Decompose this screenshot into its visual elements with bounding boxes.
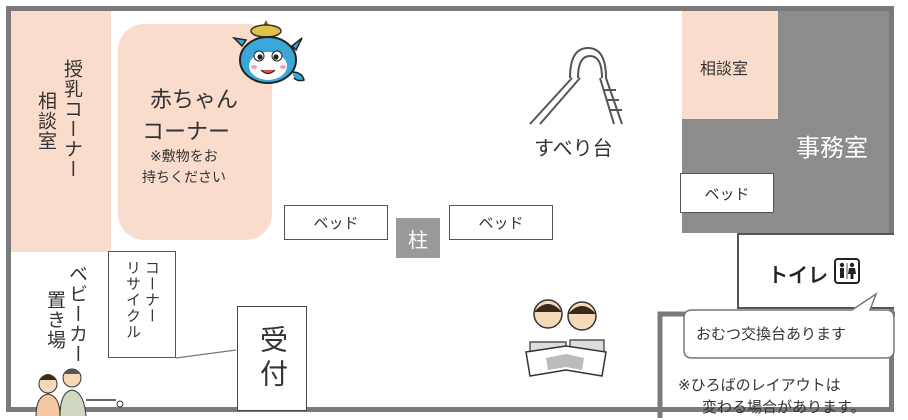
slide-icon	[529, 46, 623, 125]
baby-corner-title-2: コーナー	[142, 120, 231, 145]
baby-corner-note-1: ※敷物をお	[150, 149, 218, 165]
toilet-label: トイレ	[768, 263, 828, 287]
office-wing	[778, 11, 889, 233]
mascot-icon	[231, 20, 305, 84]
restroom-icon	[834, 258, 860, 284]
nursing-room-label-1: 授乳コーナー	[61, 59, 83, 179]
pillar-label: 柱	[408, 227, 428, 252]
toilet-room	[737, 233, 894, 309]
recycle-corner-label-1: リサイクル	[124, 260, 142, 340]
office-label: 事務室	[796, 134, 868, 162]
children-reading-icon	[525, 299, 607, 377]
consult-room-label: 相談室	[700, 59, 749, 78]
baby-corner-title-1: 赤ちゃん	[150, 88, 239, 113]
reception-counter: 受付	[237, 306, 307, 411]
bed-right-label: ベッド	[704, 184, 750, 203]
bed-left: ベッド	[284, 205, 388, 240]
slide-label: すべり台	[534, 136, 613, 160]
divider-line	[176, 349, 237, 359]
stroller-area-label-1: ベビーカー	[66, 264, 88, 364]
stroller-area-label-2: 置き場	[44, 290, 66, 350]
bed-right: ベッド	[680, 173, 774, 213]
bed-center: ベッド	[449, 205, 553, 240]
baby-corner: 赤ちゃん コーナー ※敷物をお 持ちください	[118, 24, 272, 240]
baby-corner-note-2: 持ちください	[142, 170, 226, 186]
layout-note-1: ※ひろばのレイアウトは	[678, 376, 841, 394]
callout-bubble	[683, 292, 895, 359]
recycle-corner-label-2: コーナー	[143, 260, 161, 324]
outer-wall	[6, 6, 894, 412]
consult-room: 相談室	[682, 11, 778, 119]
diaper-note: おむつ交換台あります	[696, 325, 847, 343]
recycle-corner: リサイクル コーナー	[108, 251, 176, 358]
reception-label: 受付	[256, 324, 289, 393]
pillar: 柱	[396, 218, 440, 258]
nursing-room-label-2: 相談室	[35, 91, 57, 151]
bed-center-label: ベッド	[478, 214, 524, 232]
family-icon	[35, 368, 124, 416]
bed-left-label: ベッド	[313, 214, 359, 232]
layout-note-2: 変わる場合があります。	[702, 398, 866, 416]
nursing-room: 授乳コーナー 相談室	[11, 11, 111, 252]
